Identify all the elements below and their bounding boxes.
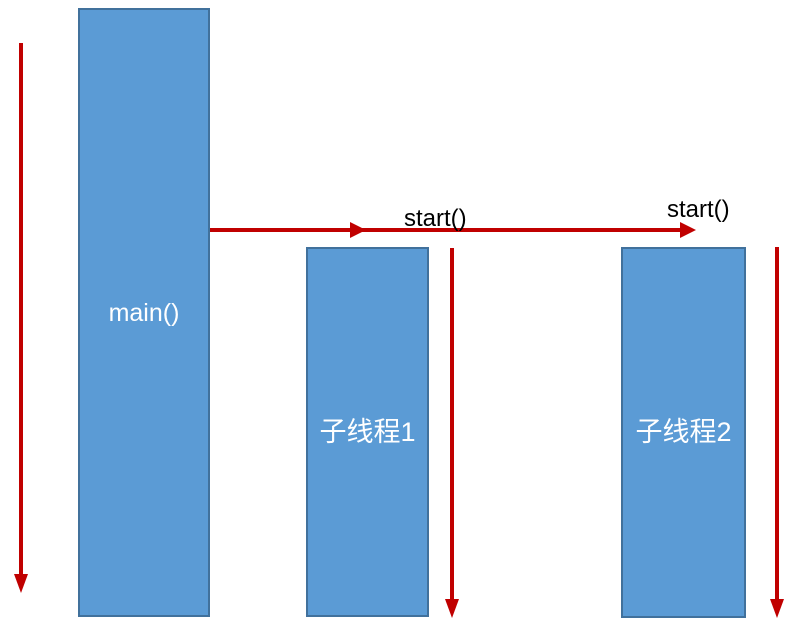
lifeline-thread2: 子线程2 xyxy=(621,247,746,618)
lifeline-thread1: 子线程1 xyxy=(306,247,429,617)
lifeline-thread1-label: 子线程1 xyxy=(319,416,416,447)
start-call-label-thread1: start() xyxy=(404,205,467,232)
lifeline-main-label: main() xyxy=(108,298,180,327)
lifeline-main: main() xyxy=(78,8,210,617)
main-timeline-arrow xyxy=(14,43,28,593)
start-call-label-thread2: start() xyxy=(667,196,730,223)
lifeline-thread2-label: 子线程2 xyxy=(635,417,732,448)
thread1-timeline-arrow xyxy=(445,248,459,618)
thread2-timeline-arrow xyxy=(770,247,784,618)
